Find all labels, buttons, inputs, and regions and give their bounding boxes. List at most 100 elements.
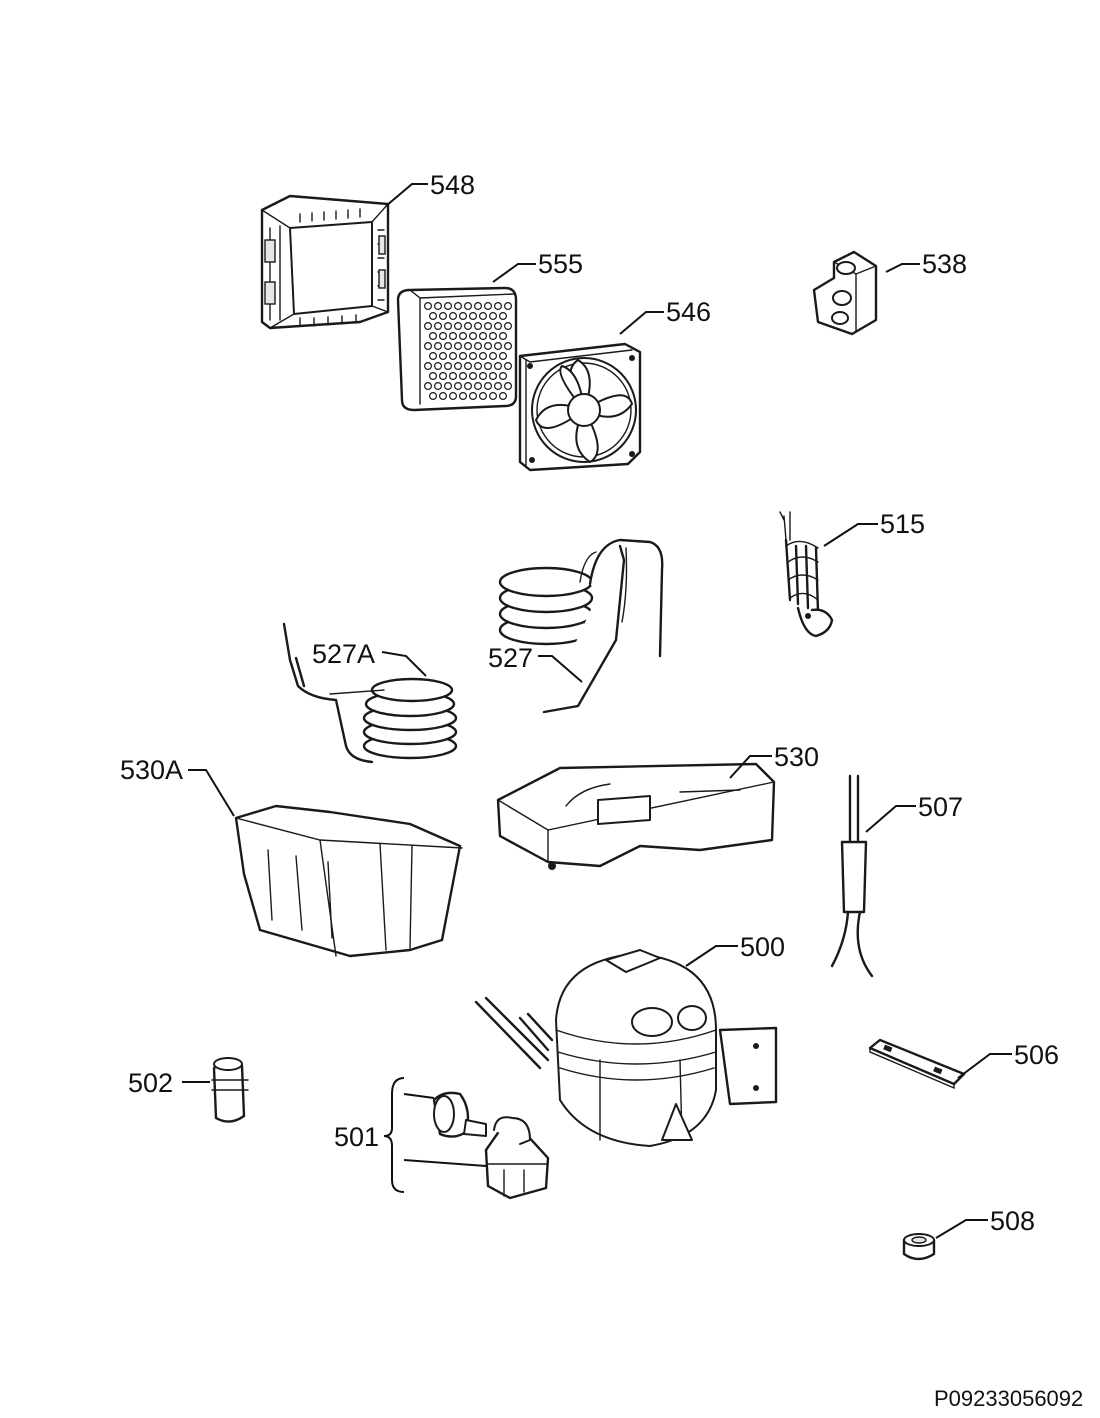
grille-hole [439,332,448,341]
callout-527A: 527A [312,639,427,677]
grille-hole [484,342,493,351]
grille-hole [434,382,443,391]
part-546-fan [518,342,642,472]
grille-hole [454,322,463,331]
grille-hole [444,342,453,351]
grille-hole [494,322,503,331]
part-502-capacitor [211,1057,249,1123]
grille-hole [424,382,433,391]
grille-hole [489,352,498,361]
part-530-tray [496,762,776,870]
grille-hole [479,332,488,341]
callout-530: 530 [729,742,819,779]
grille-hole [449,312,458,321]
callout-527: 527 [488,643,583,683]
grille-hole [454,302,463,311]
part-530A-bin [234,804,463,958]
grille-hole [429,312,438,321]
grille-hole [454,342,463,351]
part-538-terminal-block [812,250,878,336]
part-527-tube-coil [498,538,664,714]
grille-hole [484,302,493,311]
grille-hole [489,332,498,341]
grille-hole [499,372,508,381]
grille-hole [424,362,433,371]
grille-hole [469,372,478,381]
grille-hole [439,352,448,361]
label-527A: 527A [312,639,375,669]
callout-502: 502 [128,1068,210,1098]
grille-hole [494,362,503,371]
grille-hole [434,302,443,311]
grille-hole [499,312,508,321]
grille-hole [454,362,463,371]
grille-hole [479,312,488,321]
grille-hole [484,322,493,331]
label-515: 515 [880,509,925,539]
grille-hole [504,382,513,391]
callout-506: 506 [957,1040,1059,1079]
grille-hole [444,322,453,331]
grille-hole [449,352,458,361]
grille-hole [444,302,453,311]
grille-hole [499,392,508,401]
callout-546: 546 [619,297,711,335]
grille-hole [489,312,498,321]
grille-hole [474,302,483,311]
label-538: 538 [922,249,967,279]
grille-hole [439,312,448,321]
callout-515: 515 [823,509,925,547]
grille-hole [424,302,433,311]
grille-hole [479,372,488,381]
grille-hole [434,322,443,331]
grille-hole [474,362,483,371]
grille-hole [459,372,468,381]
grille-hole [434,342,443,351]
filter-grille-holes [424,302,513,401]
callout-500: 500 [685,932,785,967]
callout-507: 507 [865,792,963,833]
part-506-bracket [868,1038,966,1090]
callout-508: 508 [935,1206,1035,1239]
grille-hole [459,312,468,321]
grille-hole [469,332,478,341]
grille-hole [484,362,493,371]
grille-hole [504,322,513,331]
grille-hole [449,332,458,341]
callout-548: 548 [385,170,475,207]
grille-hole [489,372,498,381]
part-527A-spiral-coil [282,622,458,764]
part-548-frame [260,194,390,330]
callout-555: 555 [492,249,583,283]
grille-hole [434,362,443,371]
label-555: 555 [538,249,583,279]
grille-hole [459,332,468,341]
part-508-grommet [902,1233,936,1261]
grille-hole [469,352,478,361]
part-501-relay-overload [432,1091,550,1200]
grille-hole [469,312,478,321]
grille-hole [439,372,448,381]
grille-hole [464,322,473,331]
grille-hole [494,342,503,351]
label-548: 548 [430,170,475,200]
label-530A: 530A [120,755,183,785]
part-515-heater [779,511,834,638]
label-508: 508 [990,1206,1035,1236]
part-555-filter [396,286,518,412]
grille-hole [499,352,508,361]
grille-hole [449,372,458,381]
callout-530A: 530A [120,755,235,817]
grille-hole [469,392,478,401]
grille-hole [429,332,438,341]
grille-hole [479,392,488,401]
grille-hole [454,382,463,391]
label-501: 501 [334,1122,379,1152]
label-507: 507 [918,792,963,822]
grille-hole [444,382,453,391]
grille-hole [429,352,438,361]
grille-hole [489,392,498,401]
grille-hole [494,382,503,391]
grille-hole [429,372,438,381]
grille-hole [504,362,513,371]
